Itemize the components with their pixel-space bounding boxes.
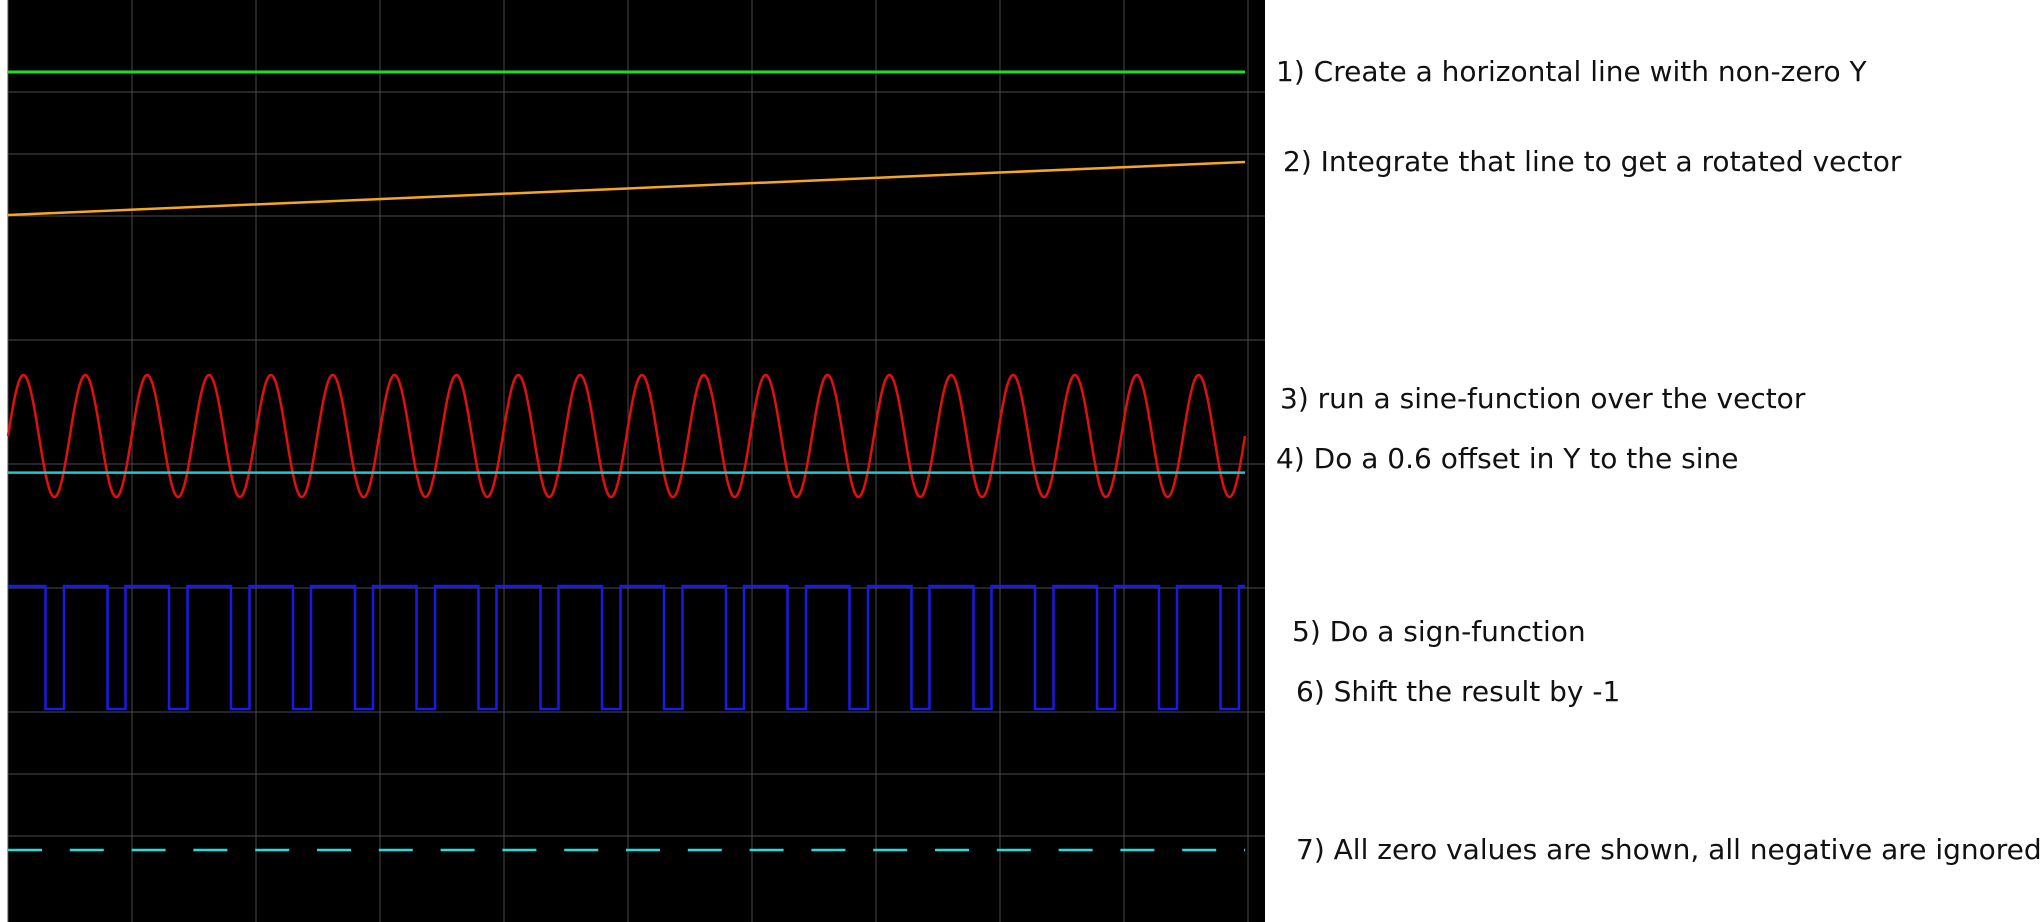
step-5-label: 5) Do a sign-function xyxy=(1292,615,1586,648)
step-3-label: 3) run a sine-function over the vector xyxy=(1280,382,1806,415)
integrated-line-series xyxy=(7,160,1246,217)
sine-series xyxy=(6,373,1247,499)
grid xyxy=(7,0,1265,922)
step-4-label: 4) Do a 0.6 offset in Y to the sine xyxy=(1276,442,1739,475)
signal-diagram xyxy=(6,0,1265,922)
square-wave-series xyxy=(8,584,1245,711)
plot-background xyxy=(8,0,1265,922)
step-2-label: 2) Integrate that line to get a rotated … xyxy=(1283,145,1902,178)
step-7-label: 7) All zero values are shown, all negati… xyxy=(1296,833,2042,866)
step-1-label: 1) Create a horizontal line with non-zer… xyxy=(1276,55,1867,88)
step-6-label: 6) Shift the result by -1 xyxy=(1296,675,1621,708)
